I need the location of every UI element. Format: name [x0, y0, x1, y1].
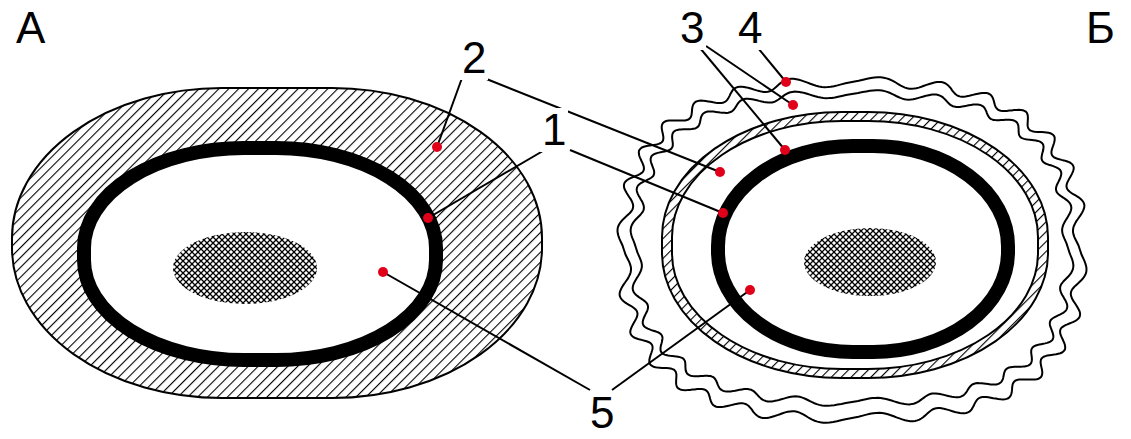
- nucleoid: [173, 232, 317, 304]
- membrane: [718, 146, 1008, 352]
- outer-membrane: [631, 90, 1074, 406]
- cell-wall: [662, 112, 1048, 378]
- capsule-outline: [618, 77, 1087, 423]
- callout-number: 5: [588, 391, 616, 435]
- callout-number: 4: [736, 6, 764, 50]
- figure-letter: А: [14, 6, 47, 50]
- cell-wall: [12, 88, 542, 398]
- callout-number: 3: [678, 6, 706, 50]
- callout-number: 2: [460, 36, 488, 80]
- cell-b: [618, 77, 1087, 423]
- leader-lines: [383, 46, 793, 390]
- periplasm: [672, 121, 1038, 369]
- nucleoid: [804, 228, 936, 296]
- marker-dots: [378, 77, 798, 295]
- figure-letter: Б: [1084, 6, 1117, 50]
- cell-a: [12, 88, 542, 398]
- callout-number: 1: [540, 108, 568, 152]
- membrane: [84, 148, 436, 360]
